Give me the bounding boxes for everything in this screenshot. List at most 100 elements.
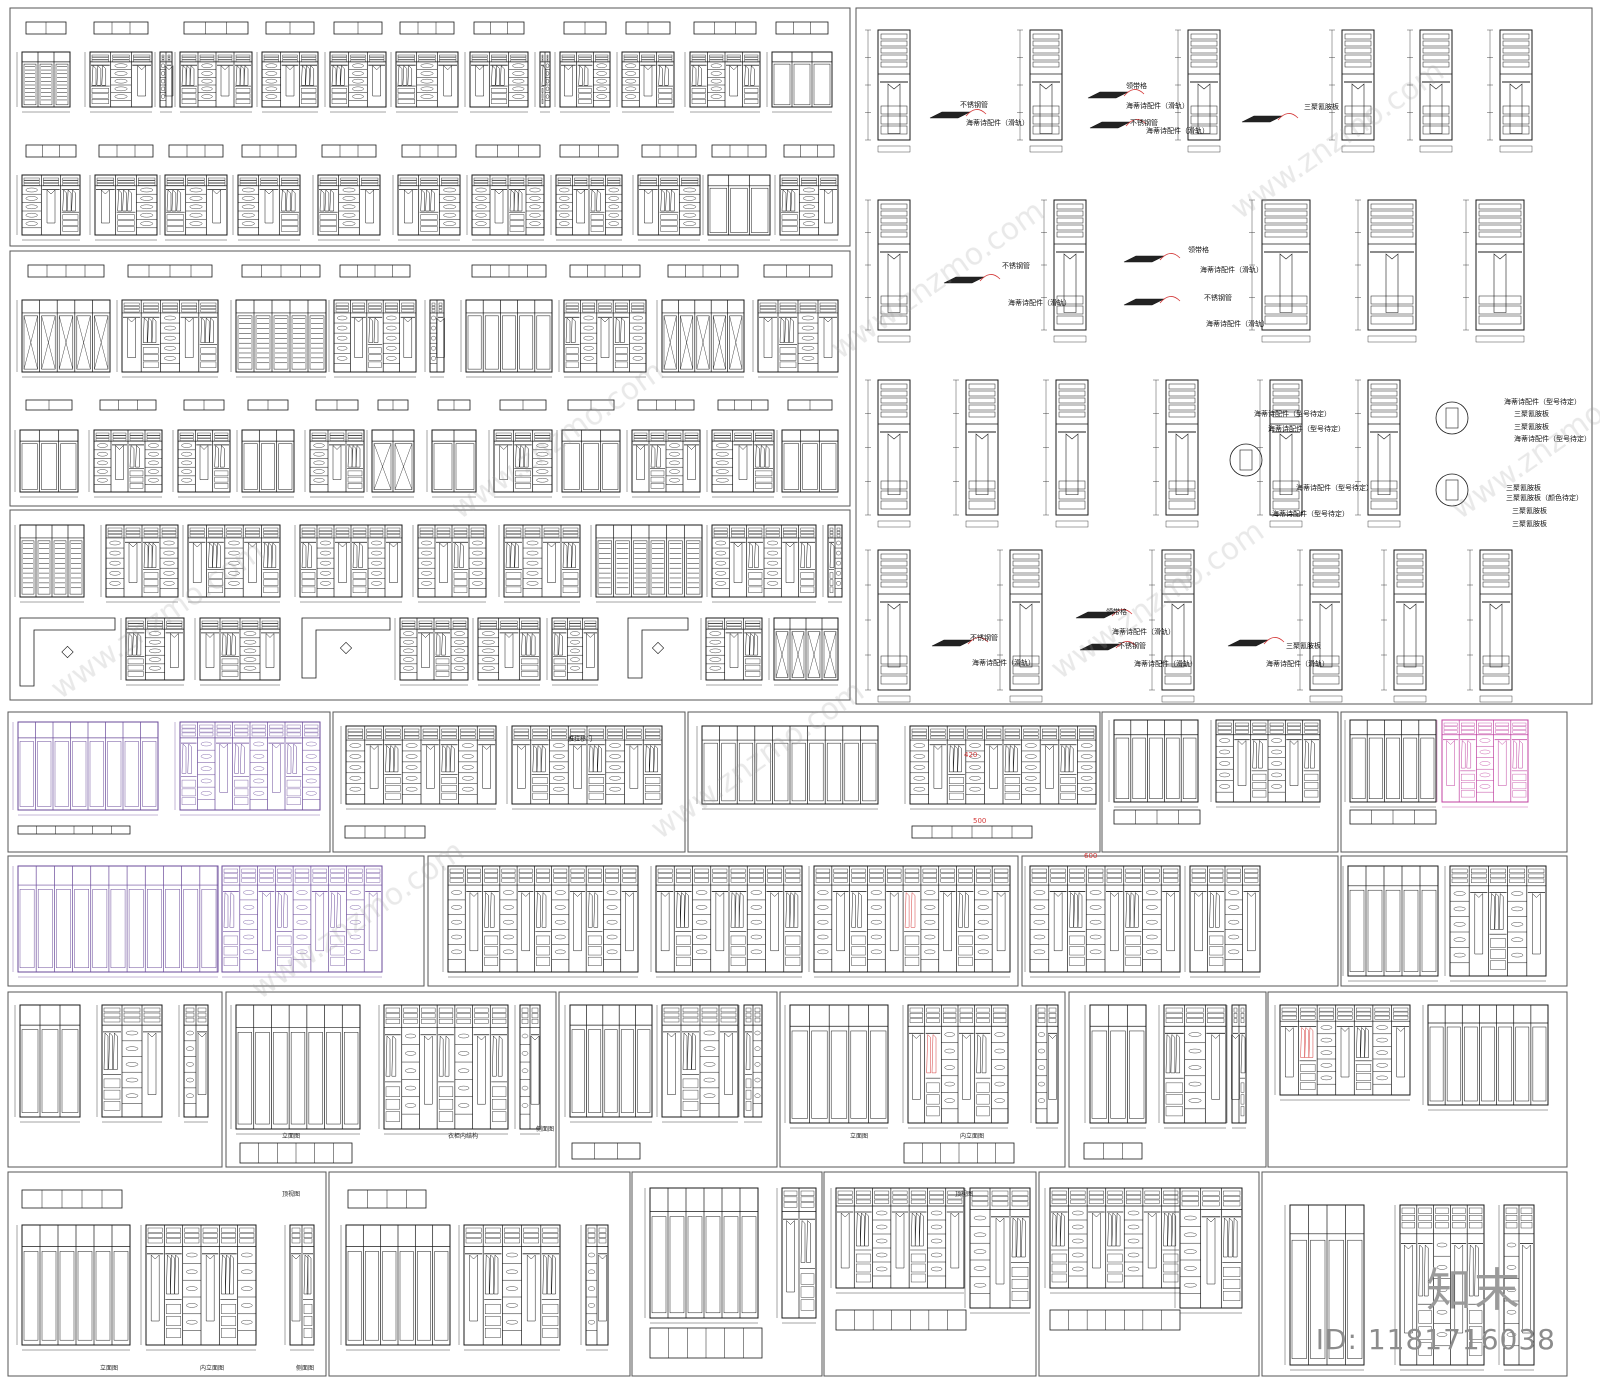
folded-item: [715, 478, 729, 483]
folded-item: [462, 776, 474, 781]
folded-clothes: [1233, 1013, 1238, 1018]
door-panel: [1166, 737, 1180, 799]
drawer: [1482, 675, 1510, 685]
long-coat: [1166, 891, 1175, 952]
folded-clothes: [626, 728, 642, 732]
wardrobe-elevation: [424, 299, 445, 378]
folded-item: [189, 221, 203, 226]
folded-item: [754, 1062, 761, 1067]
folded-clothes: [221, 1227, 236, 1233]
folded-item: [526, 560, 539, 566]
dimension-box: [1393, 695, 1427, 703]
folded-item: [125, 1093, 139, 1098]
folded-clothes: [590, 180, 604, 183]
folded-item: [554, 934, 566, 940]
hanging-garment: [1214, 891, 1220, 928]
folded-item: [503, 905, 514, 910]
folded-clothes: [304, 728, 319, 733]
drawer: [303, 1303, 313, 1314]
folded-clothes: [234, 728, 249, 733]
folded-item: [715, 550, 727, 556]
folded-clothes: [369, 57, 385, 60]
drawer: [385, 777, 401, 784]
folded-clothes: [422, 728, 438, 732]
drawer: [1312, 665, 1340, 675]
folded-clothes: [509, 180, 525, 183]
section-outline: [1165, 379, 1199, 516]
dimension-box: [1419, 145, 1453, 153]
folded-item: [462, 754, 474, 759]
folded-item: [553, 776, 565, 781]
folded-clothes: [731, 534, 745, 538]
folded-item: [296, 890, 308, 895]
folded-item: [25, 204, 38, 210]
hanging-garment: [570, 317, 576, 343]
door-panel: [1132, 737, 1146, 799]
folded-item: [228, 571, 240, 576]
folded-item: [583, 315, 594, 321]
section-outline: [1309, 549, 1343, 691]
panel-frame: [1267, 991, 1568, 1168]
folded-clothes: [521, 1013, 529, 1019]
folded-clothes: [167, 57, 171, 60]
folded-clothes: [1165, 1013, 1183, 1018]
folded-item: [801, 346, 815, 351]
folded-clothes: [179, 432, 194, 436]
long-coat: [439, 542, 448, 583]
folded-clothes: [968, 404, 996, 411]
hanging-garment: [806, 542, 811, 568]
folded-clothes: [221, 623, 239, 627]
folded-clothes: [386, 531, 401, 534]
folded-clothes: [645, 732, 661, 736]
folded-item: [529, 212, 541, 218]
folded-clothes: [570, 873, 585, 878]
wardrobe-elevation: [140, 1224, 257, 1351]
folded-clothes: [1050, 873, 1066, 878]
folded-clothes: [660, 177, 678, 181]
drawer: [385, 785, 401, 792]
folded-clothes: [112, 54, 130, 58]
folded-item: [870, 905, 882, 910]
folded-clothes: [754, 1007, 761, 1013]
drawer: [1168, 500, 1196, 510]
door-panel: [751, 187, 769, 233]
long-coat: [1289, 739, 1299, 786]
folded-clothes: [1252, 726, 1267, 730]
folded-clothes: [801, 180, 817, 183]
folded-clothes: [622, 878, 637, 883]
folded-item: [801, 315, 815, 321]
folded-clothes: [403, 1007, 418, 1013]
section-outline: [1009, 549, 1043, 691]
folded-clothes: [352, 309, 365, 313]
hanging-garment: [505, 542, 511, 568]
folded-clothes: [161, 534, 177, 538]
folded-item: [1037, 1065, 1045, 1070]
folded-clothes: [726, 620, 742, 624]
folded-clothes: [622, 873, 637, 878]
folded-clothes: [335, 302, 349, 306]
folded-item: [349, 776, 362, 781]
folded-item: [1271, 784, 1283, 789]
folded-clothes: [524, 531, 541, 534]
folded-clothes: [438, 309, 443, 313]
folded-clothes: [1490, 873, 1506, 879]
folded-item: [253, 766, 265, 771]
drawer: [1004, 785, 1020, 792]
dimension-box: [1029, 145, 1063, 153]
folded-clothes: [286, 724, 301, 729]
wardrobe-top-view: [339, 264, 411, 278]
door-panel: [110, 889, 126, 969]
folded-clothes: [518, 868, 533, 873]
folded-clothes: [95, 435, 110, 439]
drawer: [235, 88, 251, 93]
door-panel: [107, 741, 122, 807]
hanging-garment: [1019, 603, 1033, 668]
folded-clothes: [930, 732, 946, 736]
hanging-garment: [166, 189, 172, 212]
hanging-garment: [519, 444, 525, 468]
folded-item: [163, 560, 175, 566]
folded-item: [1188, 1081, 1202, 1087]
folded-item: [526, 550, 539, 556]
wardrobe-section: [1355, 199, 1417, 343]
folded-clothes: [217, 57, 233, 60]
